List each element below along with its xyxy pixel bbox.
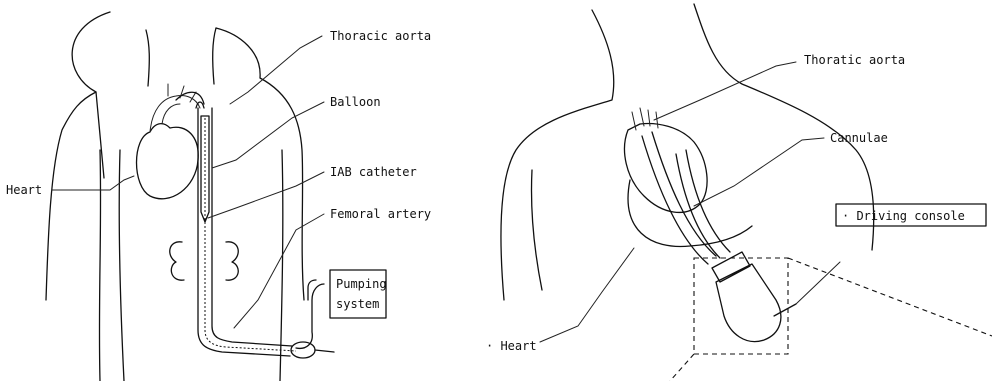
left-label-system: system bbox=[336, 297, 379, 311]
left-shoulder-right bbox=[216, 28, 304, 300]
leader-cannulae bbox=[694, 138, 824, 206]
right-vad-diagram: · Driving console Thoratic aorta Cannula… bbox=[480, 0, 992, 381]
right-label-cannulae: Cannulae bbox=[830, 131, 888, 145]
left-torso-left bbox=[119, 150, 124, 381]
left-descending-aorta bbox=[198, 108, 292, 356]
leader-thoracic-aorta bbox=[230, 36, 322, 104]
left-label-iab-catheter: IAB catheter bbox=[330, 165, 417, 179]
left-iabp-diagram: Pumping system Thoracic aorta Balloon IA… bbox=[0, 0, 480, 381]
right-zoom-line-top bbox=[788, 258, 992, 336]
leader-heart bbox=[52, 176, 134, 190]
left-label-balloon: Balloon bbox=[330, 95, 381, 109]
right-drive-line bbox=[774, 304, 796, 316]
right-body-left-outline bbox=[501, 10, 614, 300]
right-cannula-1 bbox=[642, 132, 716, 264]
right-label-heart: · Heart bbox=[486, 339, 537, 353]
leader-iab-catheter bbox=[208, 172, 324, 218]
left-label-heart: Heart bbox=[6, 183, 42, 197]
right-drive-line-arrow bbox=[796, 262, 840, 304]
left-kidney-right bbox=[226, 242, 238, 280]
right-shoulder-left bbox=[531, 170, 542, 290]
left-neck-outline bbox=[146, 28, 216, 86]
leader-right-heart bbox=[540, 248, 634, 342]
left-pump-bulb bbox=[291, 342, 315, 358]
right-vad-pump bbox=[712, 252, 781, 342]
left-kidney-left bbox=[170, 242, 184, 280]
left-label-femoral-artery: Femoral artery bbox=[330, 207, 431, 221]
left-arm-line bbox=[96, 92, 104, 381]
leader-femoral-artery bbox=[234, 214, 324, 328]
right-heart bbox=[625, 124, 708, 213]
right-label-thoratic-aorta: Thoratic aorta bbox=[804, 53, 905, 67]
left-heart bbox=[137, 124, 199, 199]
leader-balloon bbox=[212, 102, 324, 168]
left-pump-connector bbox=[315, 350, 334, 352]
right-chest-line bbox=[628, 180, 752, 246]
left-label-pumping: Pumping bbox=[336, 277, 387, 291]
left-pump-tube bbox=[296, 280, 324, 348]
right-label-driving-console: · Driving console bbox=[842, 209, 965, 223]
right-inset-box bbox=[694, 258, 788, 354]
left-torso-right bbox=[280, 150, 283, 381]
left-aortic-arch bbox=[176, 92, 204, 108]
right-zoom-line-bottom bbox=[670, 354, 694, 381]
left-label-thoracic-aorta: Thoracic aorta bbox=[330, 29, 431, 43]
